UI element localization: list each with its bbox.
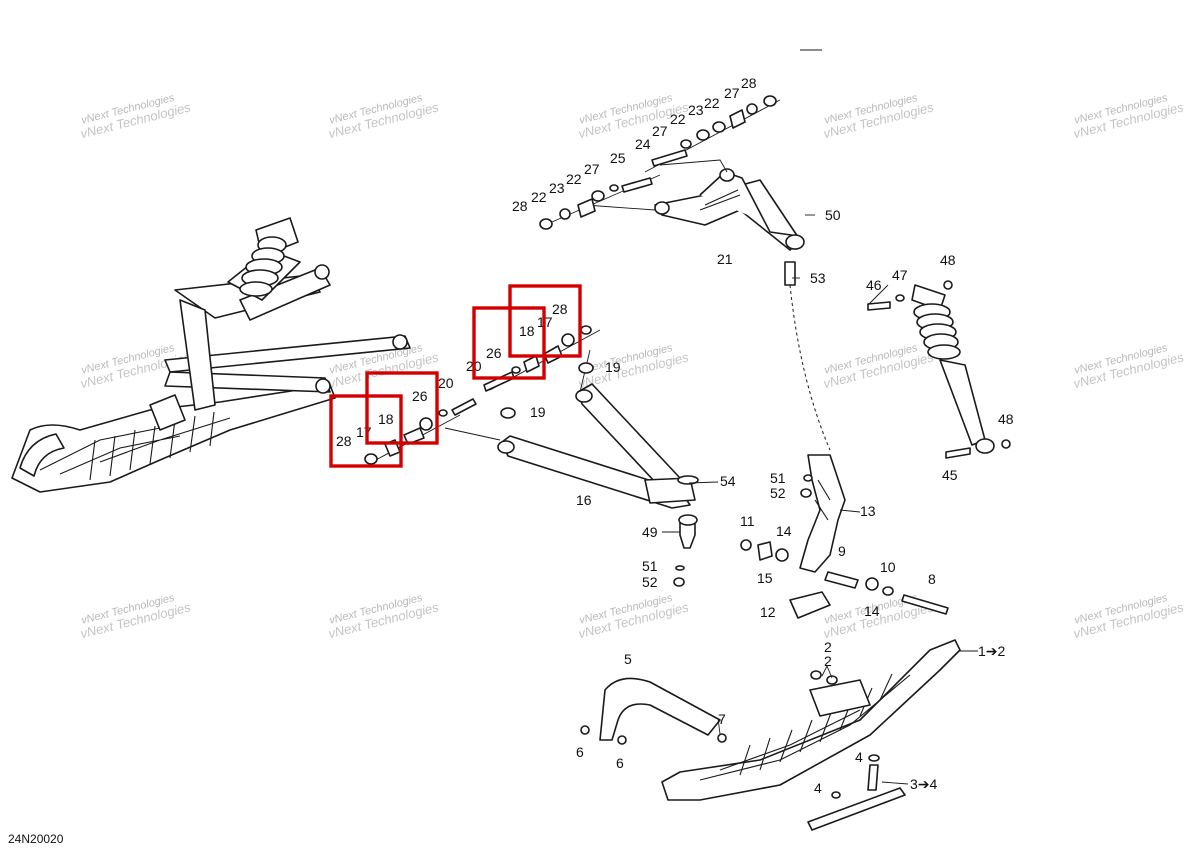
callout-5: 5 xyxy=(624,651,632,667)
upper-arm-hardware-back xyxy=(644,95,781,173)
callout-6: 6 xyxy=(576,744,584,760)
callout-52: 52 xyxy=(642,574,658,590)
callout-16: 16 xyxy=(576,492,592,508)
callout-14: 14 xyxy=(864,603,880,619)
callout-22: 22 xyxy=(566,171,582,187)
upper-a-arm-illustration xyxy=(654,168,805,286)
callout-1-2: 1➔2 xyxy=(978,643,1006,659)
callout-22: 22 xyxy=(531,189,547,205)
callout-27: 27 xyxy=(724,85,740,101)
shock-absorber-illustration xyxy=(867,280,1011,459)
callout-2: 2 xyxy=(824,653,832,669)
callout-19: 19 xyxy=(605,359,621,375)
ski-illustration xyxy=(580,639,961,831)
callout-45: 45 xyxy=(942,467,958,483)
callout-23: 23 xyxy=(688,102,704,118)
callout-2: 2 xyxy=(824,639,832,655)
callout-28: 28 xyxy=(552,301,568,317)
assembled-suspension-illustration xyxy=(11,217,411,493)
callout-26: 26 xyxy=(412,388,428,404)
callout-14: 14 xyxy=(776,523,792,539)
callout-4: 4 xyxy=(814,780,822,796)
callout-22: 22 xyxy=(704,95,720,111)
callout-48: 48 xyxy=(940,252,956,268)
callout-21: 21 xyxy=(717,251,733,267)
leader-lines xyxy=(662,49,978,785)
callout-46: 46 xyxy=(866,277,882,293)
callout-11: 11 xyxy=(740,513,755,529)
callout-28: 28 xyxy=(336,433,352,449)
callout-52: 52 xyxy=(770,485,786,501)
callout-28: 28 xyxy=(512,198,528,214)
callout-13: 13 xyxy=(860,503,876,519)
lower-a-arm-illustration xyxy=(497,383,699,587)
highlight-box xyxy=(365,371,439,445)
lower-arm-hardware-left xyxy=(364,398,501,465)
callout-27: 27 xyxy=(652,123,668,139)
callout-19: 19 xyxy=(530,404,546,420)
callout-53: 53 xyxy=(810,270,826,286)
callout-8: 8 xyxy=(928,571,936,587)
callout-4: 4 xyxy=(855,749,863,765)
callout-48: 48 xyxy=(998,411,1014,427)
callout-50: 50 xyxy=(825,207,841,223)
callout-51: 51 xyxy=(770,470,786,486)
highlight-box xyxy=(508,284,582,358)
callout-18: 18 xyxy=(378,411,394,427)
callout-24: 24 xyxy=(635,136,651,152)
callout-47: 47 xyxy=(892,267,908,283)
callout-51: 51 xyxy=(642,558,658,574)
highlight-boxes xyxy=(329,284,582,468)
upper-arm-hardware-front xyxy=(539,174,661,230)
callout-12: 12 xyxy=(760,604,776,620)
callout-3-4: 3➔4 xyxy=(910,776,938,792)
callout-9: 9 xyxy=(838,543,846,559)
callout-27: 27 xyxy=(584,161,600,177)
callout-6: 6 xyxy=(616,755,624,771)
callout-15: 15 xyxy=(757,570,773,586)
callout-7: 7 xyxy=(718,711,726,727)
callout-54: 54 xyxy=(720,473,736,489)
callout-26: 26 xyxy=(486,345,502,361)
spindle-illustration xyxy=(740,284,949,619)
callout-23: 23 xyxy=(549,180,565,196)
callout-20: 20 xyxy=(438,375,454,391)
callout-28: 28 xyxy=(741,75,757,91)
callout-18: 18 xyxy=(519,323,535,339)
callout-17: 17 xyxy=(356,424,372,440)
callout-10: 10 xyxy=(880,559,896,575)
callouts: 1➔2 2 2 3➔4 4 4 5 6 6 7 8 9 10 11 12 13 … xyxy=(336,75,1014,796)
reference-code: 24N20020 xyxy=(8,832,64,846)
callout-25: 25 xyxy=(610,150,626,166)
callout-49: 49 xyxy=(642,524,658,540)
callout-22: 22 xyxy=(670,111,686,127)
